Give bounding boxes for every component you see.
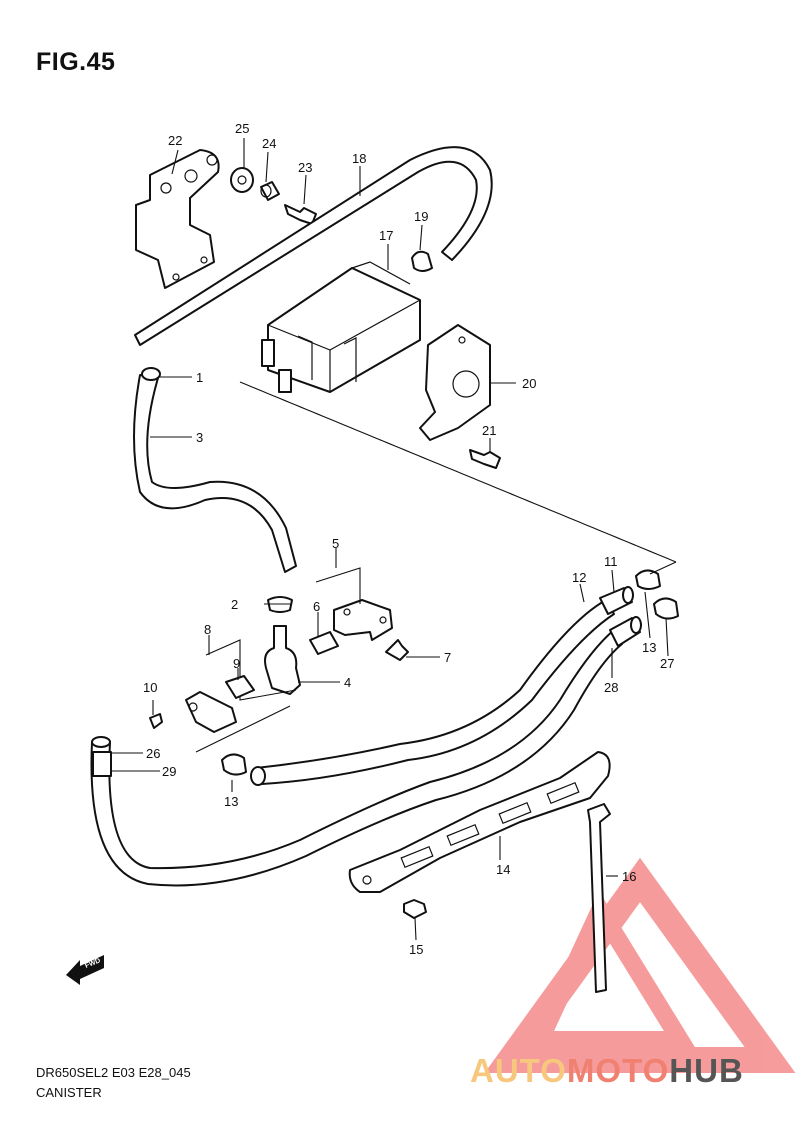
callout-22: 22 — [168, 133, 182, 148]
bracket-5 — [315, 567, 393, 641]
callout-3: 3 — [196, 430, 203, 445]
callout-29: 29 — [162, 764, 176, 779]
screw-15 — [403, 899, 427, 919]
callout-13-left: 13 — [224, 794, 238, 809]
valve-4 — [264, 625, 301, 695]
figure-name: CANISTER — [36, 1085, 102, 1100]
watermark-text: AUTOMOTOHUB — [470, 1052, 744, 1089]
callout-11: 11 — [604, 554, 618, 569]
callout-1: 1 — [196, 370, 203, 385]
callout-10: 10 — [143, 680, 157, 695]
callout-6: 6 — [313, 599, 320, 614]
watermark-part-3: HUB — [669, 1052, 744, 1089]
clamp-13-upper — [635, 569, 661, 590]
clamp-27 — [653, 597, 679, 620]
callout-26: 26 — [146, 746, 160, 761]
watermark-logo — [484, 857, 796, 1073]
washer-25 — [230, 167, 254, 193]
callout-24: 24 — [262, 136, 276, 151]
clamp-13-lower — [221, 753, 247, 776]
collar-24 — [260, 181, 280, 201]
hose-18 — [134, 146, 493, 346]
callout-7: 7 — [444, 650, 451, 665]
clamp-19 — [411, 250, 433, 272]
figure-code: DR650SEL2 E03 E28_045 — [36, 1065, 191, 1080]
screw-7 — [385, 639, 409, 661]
callout-17: 17 — [379, 228, 393, 243]
pad-9 — [225, 675, 255, 699]
hose-28 — [609, 616, 642, 647]
callout-18: 18 — [352, 151, 366, 166]
cable-tie-16 — [587, 803, 611, 993]
callout-15: 15 — [409, 942, 423, 957]
hose-12 — [250, 599, 615, 786]
callout-20: 20 — [522, 376, 536, 391]
fwd-arrow-icon: FWD — [66, 955, 104, 985]
callout-14: 14 — [496, 862, 510, 877]
callout-8: 8 — [204, 622, 211, 637]
bracket-14 — [348, 751, 611, 893]
callout-9: 9 — [233, 656, 240, 671]
callout-21: 21 — [482, 423, 496, 438]
canister-17 — [261, 261, 421, 393]
watermark-part-2: MOTO — [567, 1052, 669, 1089]
callout-25: 25 — [235, 121, 249, 136]
callout-16: 16 — [622, 869, 636, 884]
pad-6 — [309, 631, 339, 655]
callout-27: 27 — [660, 656, 674, 671]
bolt-21 — [469, 449, 501, 469]
bracket-22 — [135, 149, 220, 289]
callout-5: 5 — [332, 536, 339, 551]
screw-10 — [149, 713, 163, 729]
callout-leaders — [110, 138, 669, 941]
bracket-8 — [185, 639, 297, 733]
callout-2: 2 — [231, 597, 238, 612]
figure-footer: DR650SEL2 E03 E28_045 CANISTER — [36, 1063, 191, 1103]
hose-3 — [133, 367, 297, 573]
callout-19: 19 — [414, 209, 428, 224]
hose-11 — [599, 586, 634, 615]
callout-23: 23 — [298, 160, 312, 175]
callout-28: 28 — [604, 680, 618, 695]
bracket-20 — [419, 324, 491, 441]
svg-text:AUTOMOTOHUB: AUTOMOTOHUB — [470, 1052, 744, 1089]
callout-13-right: 13 — [642, 640, 656, 655]
callout-12: 12 — [572, 570, 586, 585]
hose-26 — [92, 751, 112, 777]
callout-labels: 1 2 3 4 5 6 7 8 9 10 11 12 13 13 14 15 1… — [143, 121, 674, 957]
watermark-part-1: AUTO — [470, 1052, 567, 1089]
figure-title: FIG.45 — [36, 48, 116, 76]
callout-4: 4 — [344, 675, 351, 690]
bolt-23 — [284, 204, 317, 225]
